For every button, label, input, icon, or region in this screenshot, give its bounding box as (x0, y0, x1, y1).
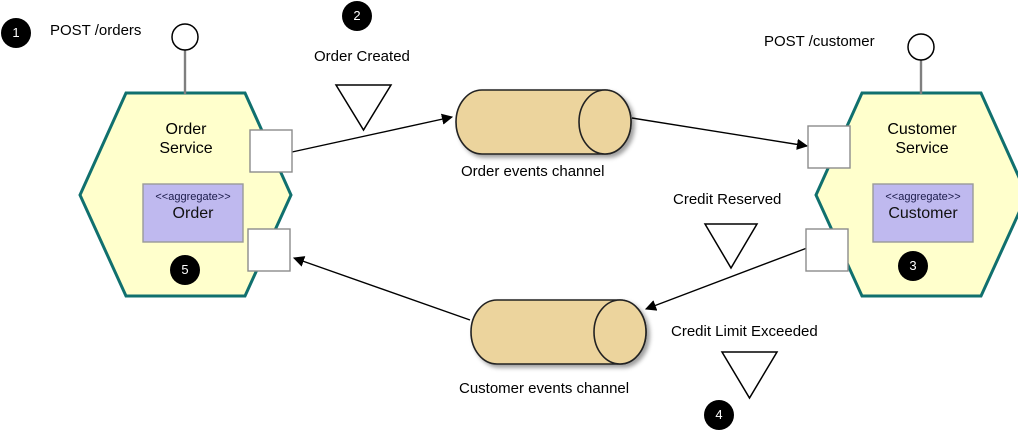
badge-label-5: 5 (181, 262, 189, 277)
badge-circle-2 (342, 1, 372, 31)
event-triangle-icon-order-created[interactable] (334, 84, 393, 132)
service-name-customer: Customer Service (862, 120, 982, 158)
badge-label-2: 2 (353, 8, 361, 23)
badge-label-1: 1 (12, 25, 20, 40)
event-triangle-icon-credit-limit-exceeded[interactable] (720, 351, 779, 400)
connector-group (291, 113, 809, 321)
event-label-credit-limit-exceeded: Credit Limit Exceeded (671, 323, 818, 340)
endpoint-label-customer: POST /customer (764, 33, 875, 50)
connector-customer-to-customer-channel (644, 247, 808, 311)
connector-order-to-order-channel (291, 113, 454, 153)
port-square-icon-customer-in[interactable] (807, 125, 851, 169)
aggregate-name-order: Order (172, 205, 214, 222)
aggregate-name-customer: Customer (888, 205, 958, 222)
cylinder-channel-icon-order-events[interactable] (455, 89, 632, 155)
event-label-order-created: Order Created (314, 48, 410, 65)
service-name-order-line2: Service (159, 140, 213, 157)
badge-circle-1 (1, 18, 31, 48)
connector-customer-channel-to-order (292, 256, 471, 321)
lollipop-interface-icon-customer[interactable] (907, 33, 935, 94)
service-name-order: Order Service (126, 120, 246, 158)
endpoint-label-orders: POST /orders (50, 22, 142, 39)
service-name-customer-line1: Customer (887, 121, 957, 138)
lollipop-interface-icon-orders[interactable] (171, 23, 199, 94)
aggregate-stereotype-customer: <<aggregate>> (885, 191, 961, 203)
aggregate-box-customer[interactable] (872, 183, 974, 243)
badge-circle-3 (898, 251, 928, 281)
badge-circle-5 (170, 255, 200, 285)
channel-label-order-events: Order events channel (461, 163, 605, 180)
badge-label-3: 3 (909, 258, 917, 273)
channel-label-customer-events: Customer events channel (459, 380, 630, 397)
cylinder-channel-icon-customer-events[interactable] (470, 299, 647, 365)
aggregate-label-order: <<aggregate>> Order (143, 191, 243, 223)
event-triangle-icon-credit-reserved[interactable] (703, 223, 759, 270)
port-square-icon-order-out[interactable] (249, 129, 293, 173)
service-name-customer-line2: Service (895, 140, 949, 157)
port-square-icon-order-in[interactable] (247, 228, 291, 272)
port-square-icon-customer-out[interactable] (805, 228, 849, 272)
connector-order-channel-to-customer (631, 117, 809, 150)
service-name-order-line1: Order (165, 121, 207, 138)
aggregate-box-order[interactable] (142, 183, 244, 243)
aggregate-stereotype-order: <<aggregate>> (155, 191, 231, 203)
event-label-credit-reserved: Credit Reserved (673, 191, 782, 208)
badge-circle-4 (704, 400, 734, 430)
aggregate-label-customer: <<aggregate>> Customer (873, 191, 973, 223)
badge-label-4: 4 (715, 407, 723, 422)
